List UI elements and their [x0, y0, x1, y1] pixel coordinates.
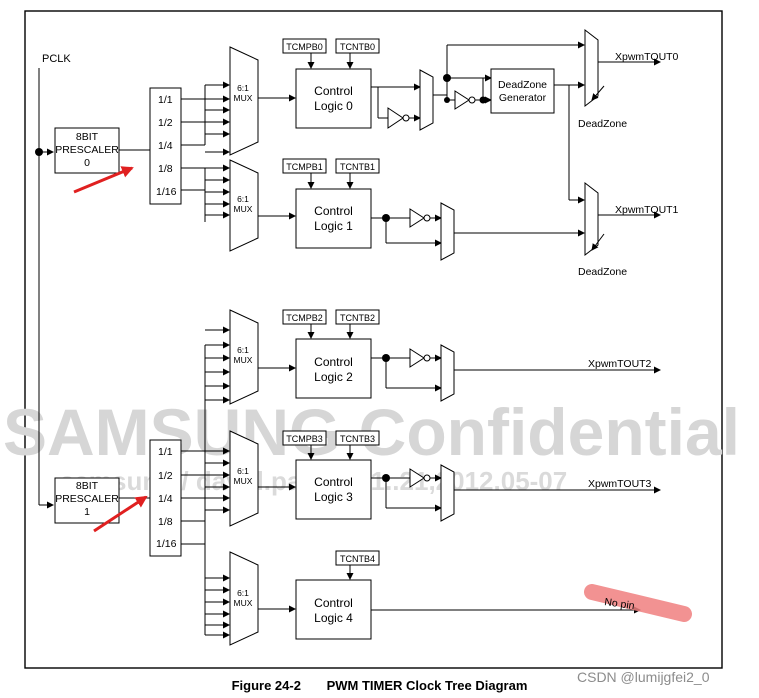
tcntb1-label: TCNTB1 [340, 162, 375, 172]
figure-number: Figure 24-2 [231, 678, 301, 693]
mux-2-line2: MUX [234, 355, 253, 365]
tcmpb0-label: TCMPB0 [286, 42, 323, 52]
divider-0-to-mux-0 [181, 81, 230, 222]
junction-0c [444, 97, 450, 103]
timer-0-output-path [371, 41, 585, 204]
control-logic-0: Control Logic 0 [295, 68, 372, 129]
control-logic-3: Control Logic 3 [295, 459, 372, 520]
control-logic-4-line1: Control [314, 596, 353, 610]
deadzone-generator: DeadZone Generator [490, 68, 555, 114]
divider-0-1-4: 1/4 [158, 140, 173, 152]
tcmpb1-label: TCMPB1 [286, 162, 323, 172]
control-logic-0-line1: Control [314, 84, 353, 98]
mux-3: 6:1 MUX [229, 430, 259, 527]
mux-1: 6:1 MUX [229, 159, 259, 252]
junction-1 [382, 214, 390, 222]
timer-3-registers: TCMPB3 TCNTB3 [282, 430, 380, 460]
control-logic-2: Control Logic 2 [295, 338, 372, 399]
prescaler-1-line2: PRESCALER [55, 493, 119, 505]
divider-1-1-1: 1/1 [158, 446, 173, 458]
junction-0a [443, 74, 451, 82]
prescaler-1-line3: 1 [84, 506, 90, 518]
figure-frame [24, 10, 723, 669]
control-logic-2-line2: Logic 2 [314, 370, 353, 384]
divider-0-1-16: 1/16 [156, 186, 177, 198]
mux-2-line1: 6:1 [237, 345, 249, 355]
no-pin-label: No pin [604, 596, 636, 612]
prescaler-0: 8BIT PRESCALER 0 [54, 127, 120, 174]
divider-1-bus [181, 326, 230, 639]
mux-2: 6:1 MUX [229, 309, 259, 405]
control-logic-1-line2: Logic 1 [314, 219, 353, 233]
divider-0-1-2: 1/2 [158, 117, 173, 129]
prescaler-0-line2: PRESCALER [55, 144, 119, 156]
prescaler-1-line1: 8BIT [76, 480, 99, 492]
pclk-label: PCLK [42, 53, 71, 65]
mux-3-line2: MUX [234, 476, 253, 486]
output-tout1: XpwmTOUT1 [615, 204, 679, 216]
tcmpb3-label: TCMPB3 [286, 434, 323, 444]
timer-2-output-path [371, 344, 661, 402]
output-tout2: XpwmTOUT2 [588, 358, 652, 370]
deadzone-label-1: DeadZone [578, 266, 627, 278]
control-logic-1: Control Logic 1 [295, 188, 372, 249]
mux-4-line1: 6:1 [237, 588, 249, 598]
control-logic-0-line2: Logic 0 [314, 99, 353, 113]
deadzone-label-0: DeadZone [578, 118, 627, 130]
timer-1-registers: TCMPB1 TCNTB1 [282, 158, 380, 189]
prescaler-0-line3: 0 [84, 157, 90, 169]
tcmpb2-label: TCMPB2 [286, 313, 323, 323]
output-mux-0 [584, 28, 661, 108]
control-logic-1-line1: Control [314, 204, 353, 218]
deadzone-generator-line2: Generator [499, 92, 547, 104]
timer-0-registers: TCMPB0 TCNTB0 [282, 38, 380, 69]
timer-2-registers: TCMPB2 TCNTB2 [282, 309, 380, 339]
timer-4-registers: TCNTB4 [335, 550, 380, 580]
mux-0-line1: 6:1 [237, 83, 249, 93]
divider-1-1-2: 1/2 [158, 470, 173, 482]
prescaler-1: 8BIT PRESCALER 1 [54, 477, 120, 524]
mux-4-line2: MUX [234, 598, 253, 608]
timer-3-output-path [371, 464, 661, 522]
mux-4: 6:1 MUX [229, 551, 259, 646]
figure-caption: Figure 24-2 PWM TIMER Clock Tree Diagram [0, 678, 759, 693]
divider-0-1-8: 1/8 [158, 163, 173, 175]
mux-0-line2: MUX [234, 93, 253, 103]
control-logic-4-line2: Logic 4 [314, 611, 353, 625]
divider-0: 1/1 1/2 1/4 1/8 1/16 [149, 87, 182, 205]
output-tout0: XpwmTOUT0 [615, 51, 679, 63]
control-logic-4: Control Logic 4 [295, 579, 372, 640]
tcntb4-label: TCNTB4 [340, 554, 375, 564]
divider-1: 1/1 1/2 1/4 1/8 1/16 [149, 439, 182, 557]
mux-1-line2: MUX [234, 204, 253, 214]
tcntb3-label: TCNTB3 [340, 434, 375, 444]
red-arrow-prescaler-0 [73, 166, 134, 194]
csdn-credit: CSDN @lumijgfei2_0 [577, 669, 710, 685]
timer-1-output-path [371, 202, 585, 261]
mux-1-line1: 6:1 [237, 194, 249, 204]
pclk-junction [35, 148, 43, 156]
output-mux-1 [584, 181, 661, 257]
tcntb2-label: TCNTB2 [340, 313, 375, 323]
divider-1-1-4: 1/4 [158, 493, 173, 505]
junction-3 [382, 474, 390, 482]
output-tout3: XpwmTOUT3 [588, 478, 652, 490]
mux-0: 6:1 MUX [229, 46, 259, 156]
junction-2 [382, 354, 390, 362]
control-logic-3-line2: Logic 3 [314, 490, 353, 504]
control-logic-2-line1: Control [314, 355, 353, 369]
control-logic-3-line1: Control [314, 475, 353, 489]
red-arrow-prescaler-1 [93, 495, 148, 533]
prescaler-0-line1: 8BIT [76, 131, 99, 143]
divider-1-1-16: 1/16 [156, 538, 177, 550]
tcntb0-label: TCNTB0 [340, 42, 375, 52]
deadzone-generator-line1: DeadZone [498, 79, 547, 91]
no-pin-highlight [584, 584, 692, 622]
figure-title: PWM TIMER Clock Tree Diagram [326, 678, 528, 693]
mux-3-line1: 6:1 [237, 466, 249, 476]
divider-0-1-1: 1/1 [158, 94, 173, 106]
divider-1-1-8: 1/8 [158, 516, 173, 528]
junction-0b [479, 96, 487, 104]
